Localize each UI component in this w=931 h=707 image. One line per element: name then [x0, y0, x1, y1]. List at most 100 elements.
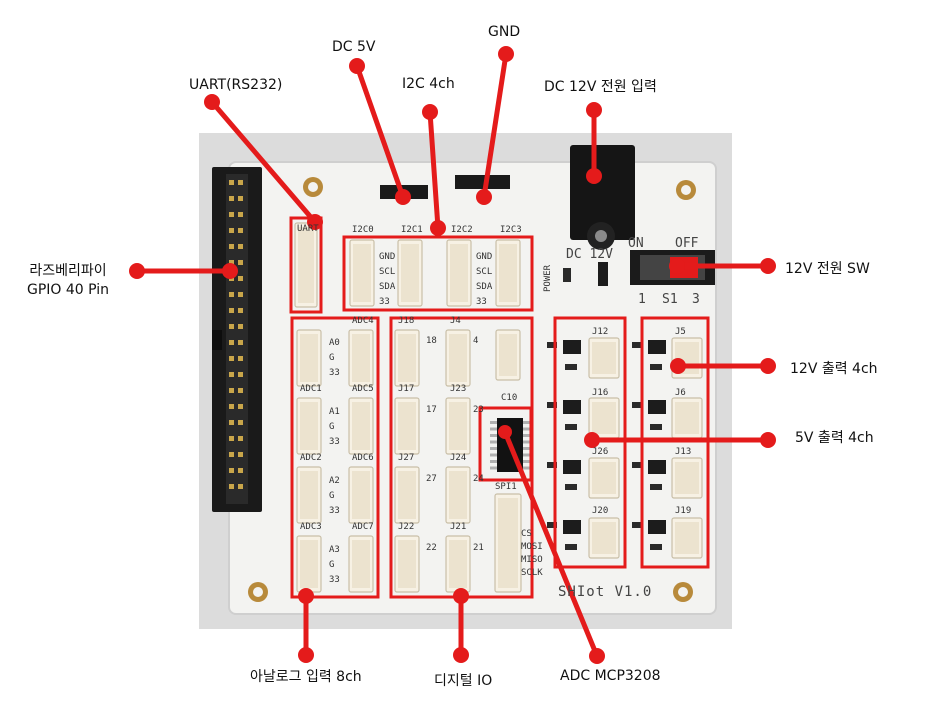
chip-leg [523, 453, 530, 457]
gpio-pin [238, 292, 243, 297]
pin-label: A2 [329, 476, 340, 486]
gpio-pin [238, 308, 243, 313]
diode [650, 364, 662, 370]
chip-leg [490, 466, 497, 470]
callout-digital-io: 디지털 IO [434, 673, 493, 689]
gpio-pin [229, 388, 234, 393]
i2c-pin-gnd: GND [379, 252, 396, 262]
jst-connector-inner [449, 471, 467, 519]
resistor [547, 402, 557, 408]
jst-connector-inner [675, 522, 699, 554]
i2c-pin-33: 33 [379, 297, 390, 307]
j24-silk: J24 [450, 453, 467, 463]
pin-label: A1 [329, 407, 340, 417]
leader-dots [129, 46, 776, 664]
chip-leg [523, 440, 530, 444]
gpio-pin [229, 404, 234, 409]
j18-silk: J18 [398, 316, 415, 326]
adc1-pins: A1 G 33 [329, 405, 340, 450]
gpio-pin [229, 356, 234, 361]
transistor [648, 400, 666, 414]
gpio-pin [229, 420, 234, 425]
i2c-pin-labels: GND SCL SDA 33 [379, 250, 395, 310]
adc3-pins: A3 G 33 [329, 543, 340, 588]
gpio-pin [229, 180, 234, 185]
transistor [648, 460, 666, 474]
diode [565, 424, 577, 430]
resistor [632, 462, 642, 468]
j16-silk: J16 [592, 388, 609, 398]
i2c-box [342, 235, 534, 312]
gpio-pin [229, 260, 234, 265]
adc5-silk: ADC5 [352, 384, 374, 394]
spi-pin-labels: CS MOSI MISO SCLK [521, 528, 543, 580]
chip-leg [490, 421, 497, 424]
diode [565, 484, 577, 490]
j17-silk: J17 [398, 384, 415, 394]
gpio-pin [238, 244, 243, 249]
transistor [563, 460, 581, 474]
i2c1-silk: I2C1 [401, 225, 423, 235]
chip-leg [490, 453, 497, 457]
pin-label: A0 [329, 338, 340, 348]
transistor [648, 340, 666, 354]
switch-off-silk: OFF [675, 236, 699, 251]
pin-label: G [329, 491, 335, 501]
gpio-pin [229, 484, 234, 489]
jst-connector-inner [352, 540, 370, 588]
adc3-silk: ADC3 [300, 522, 322, 532]
resistor [632, 342, 642, 348]
diode [650, 544, 662, 550]
dc-12v-silk: DC 12V [566, 247, 613, 262]
adc2-pins: A2 G 33 [329, 474, 340, 519]
jst-connector-inner [499, 334, 517, 376]
i2c-pin-33: 33 [476, 297, 487, 307]
gpio-pin [238, 212, 243, 217]
j12-silk: J12 [592, 327, 609, 337]
jst-connector-inner [300, 334, 318, 382]
gpio-pin [238, 452, 243, 457]
gpio-pin [238, 196, 243, 201]
chip-leg [490, 440, 497, 444]
pin-label: G [329, 353, 335, 363]
pin21: 21 [473, 543, 484, 553]
callout-uart: UART(RS232) [189, 77, 283, 93]
chip-leg [490, 427, 497, 431]
gpio-pin [229, 308, 234, 313]
jst-connector-inner [498, 498, 518, 588]
gpio-pin [238, 388, 243, 393]
c10-silk: C10 [501, 393, 518, 403]
pin-label: A3 [329, 545, 340, 555]
jst-connector-inner [675, 462, 699, 494]
jst-connector-inner [398, 334, 416, 382]
gpio-pin [238, 356, 243, 361]
transistor [563, 520, 581, 534]
adc0-pins: A0 G 33 [329, 336, 340, 381]
jst-connector-inner [449, 402, 467, 450]
i2c-pin-gnd: GND [476, 252, 493, 262]
diode [650, 484, 662, 490]
chip-leg [490, 460, 497, 463]
resistor [547, 462, 557, 468]
gpio-pin [238, 436, 243, 441]
chip-leg [523, 447, 530, 450]
pin-label: G [329, 560, 335, 570]
gpio-pin [229, 436, 234, 441]
gpio-header [212, 167, 262, 512]
callout-adc-chip: ADC MCP3208 [560, 668, 661, 684]
callout-out5v: 5V 출력 4ch [795, 430, 874, 446]
callout-analog-input: 아날로그 입력 8ch [250, 669, 362, 685]
pin-label: 33 [329, 368, 340, 378]
jst-connector-inner [499, 244, 517, 302]
gpio-pin [238, 468, 243, 473]
adc4-silk: ADC4 [352, 316, 374, 326]
jst-connector-inner [592, 522, 616, 554]
chip-leg [523, 421, 530, 424]
callout-power-switch: 12V 전원 SW [785, 261, 870, 277]
resistor [547, 342, 557, 348]
jst-connector-inner [352, 471, 370, 519]
uart-silk: UART [297, 224, 319, 234]
jst-connector-inner [352, 334, 370, 382]
pin23: 23 [473, 405, 484, 415]
pin24: 24 [473, 474, 484, 484]
